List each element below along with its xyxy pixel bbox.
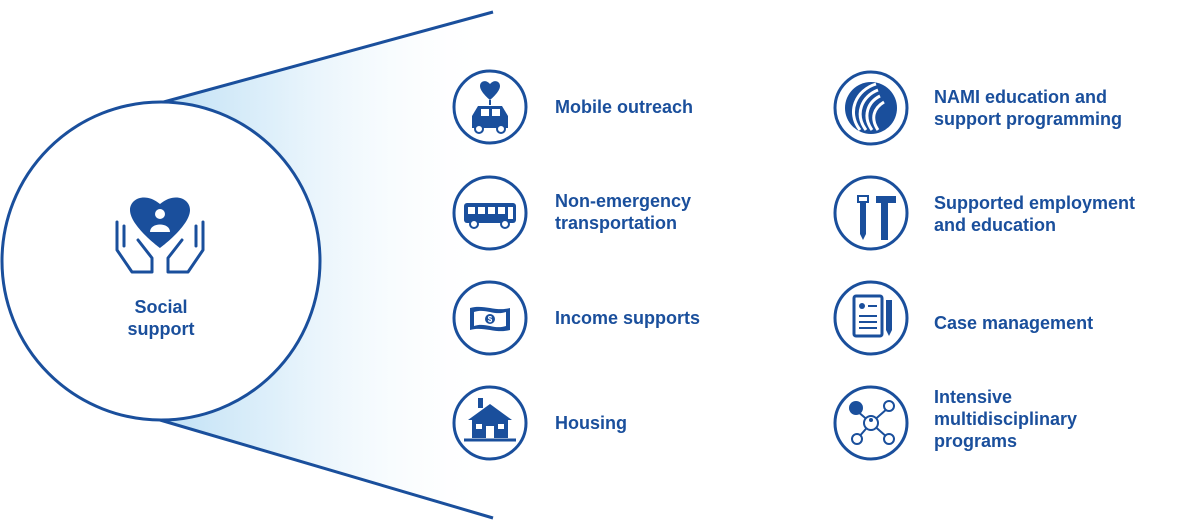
item-label-line: NAMI education and xyxy=(934,87,1108,107)
item-label-line: Mobile outreach xyxy=(555,97,694,117)
item-label-line: programs xyxy=(934,431,1018,451)
center-circle xyxy=(0,100,322,422)
item-label-line: Income supports xyxy=(555,308,701,328)
item-label-line: Intensive xyxy=(934,387,1013,407)
item-intensive-programs: Intensive multidisciplinary programs xyxy=(934,386,1077,452)
pencil-hammer-icon xyxy=(857,195,896,240)
center-label: Social support xyxy=(88,296,234,340)
item-non-emergency-transportation: Non-emergency transportation xyxy=(555,190,691,234)
svg-text:$: $ xyxy=(488,315,493,324)
cone-top-edge xyxy=(159,10,494,105)
network-nodes-icon xyxy=(849,400,895,445)
dollar-bill-icon: $ xyxy=(470,306,510,332)
item-label-line: Case management xyxy=(934,313,1094,333)
item-case-management: Case management xyxy=(934,312,1093,334)
item-label-line: multidisciplinary xyxy=(934,409,1078,429)
item-label-line: Supported employment xyxy=(934,193,1136,213)
cone-bottom-edge xyxy=(159,418,494,520)
item-housing: Housing xyxy=(555,412,627,434)
item-label-line: Housing xyxy=(555,413,627,433)
nami-logo-icon xyxy=(845,82,897,134)
center-label-line1: Social xyxy=(134,297,188,317)
car-heart-icon xyxy=(472,81,508,134)
clipboard-pen-icon xyxy=(852,294,892,338)
center-label-line2: support xyxy=(127,319,195,339)
item-label-line: and education xyxy=(934,215,1057,235)
item-circles xyxy=(452,69,909,461)
item-label-line: Non-emergency xyxy=(555,191,692,211)
hands-heart-person-icon xyxy=(115,197,205,274)
item-label-line: transportation xyxy=(555,213,678,233)
item-supported-employment: Supported employment and education xyxy=(934,192,1135,236)
bus-icon xyxy=(464,203,516,229)
item-mobile-outreach: Mobile outreach xyxy=(555,96,693,118)
item-income-supports: Income supports xyxy=(555,307,700,329)
item-label-line: support programming xyxy=(934,109,1122,129)
house-icon xyxy=(464,398,516,442)
item-nami-education: NAMI education and support programming xyxy=(934,86,1122,130)
